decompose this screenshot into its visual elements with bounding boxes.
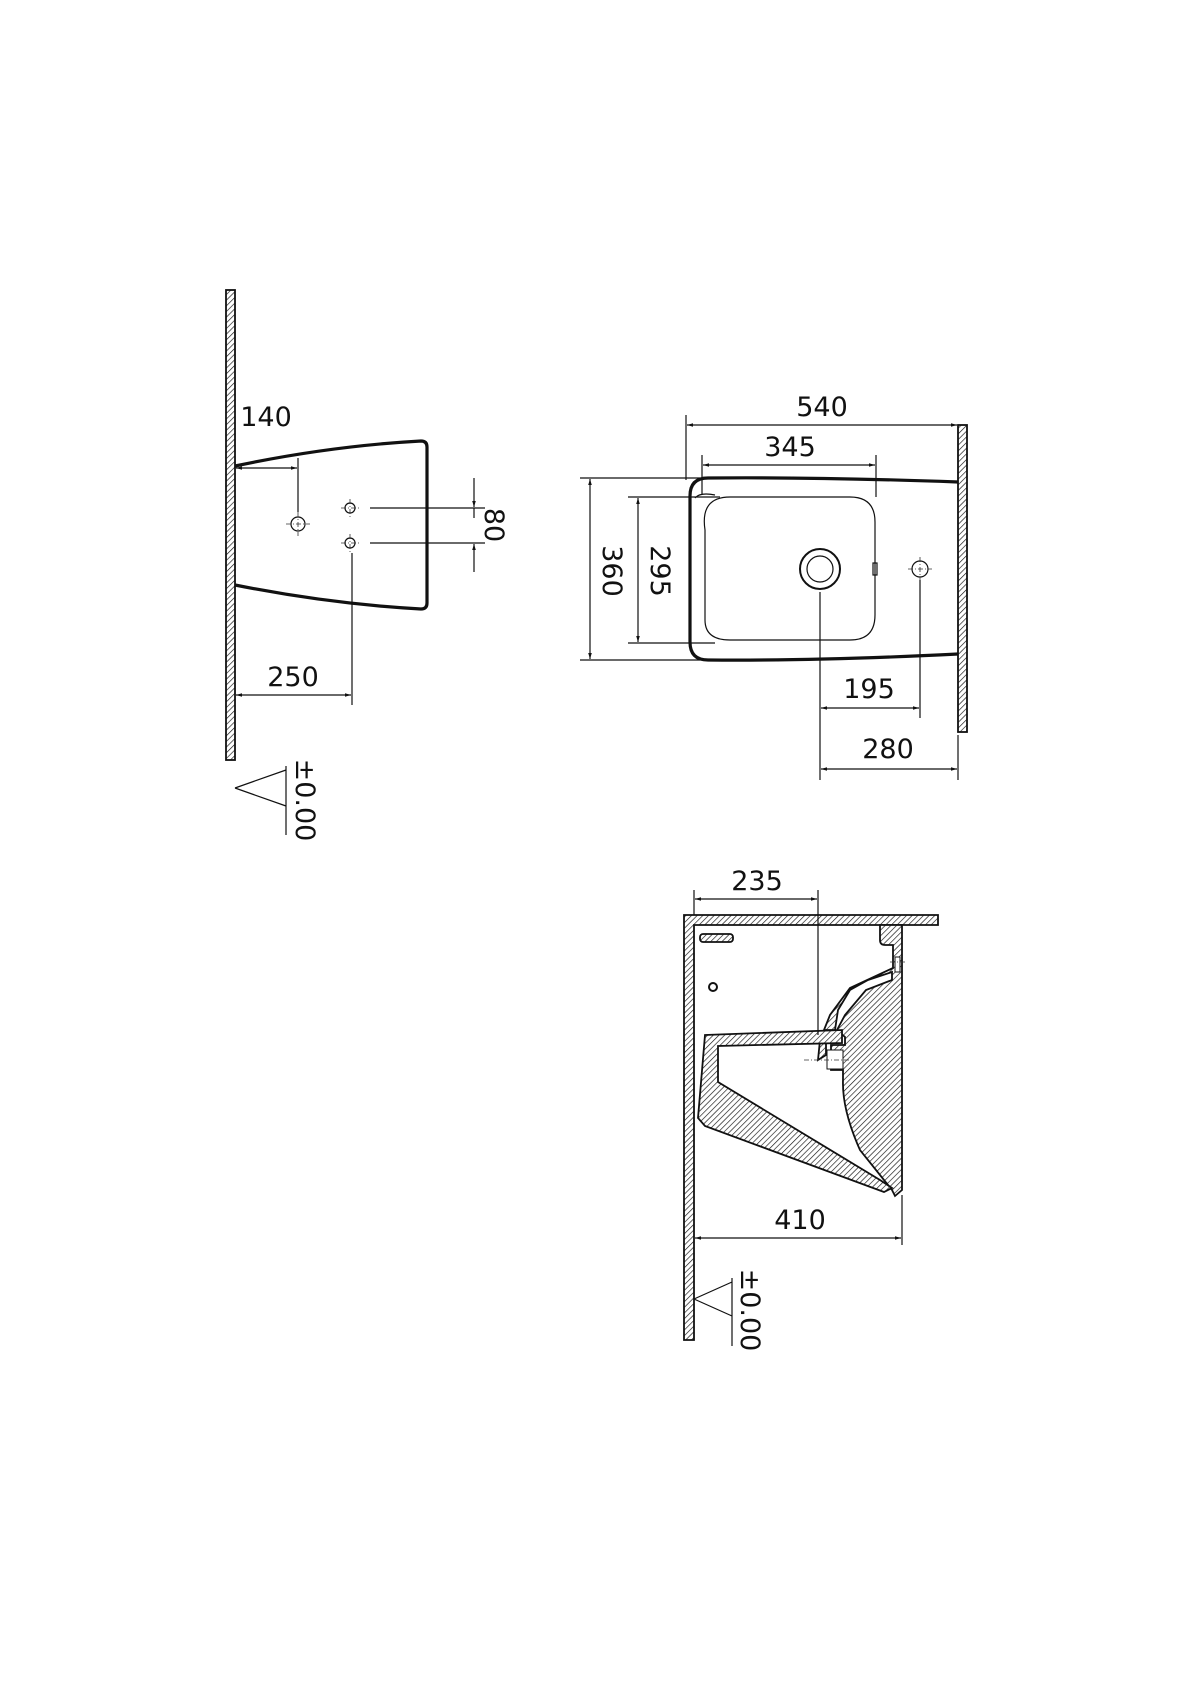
dim-250-label: 250 <box>267 662 319 693</box>
datum-label: ±0.00 <box>289 759 320 842</box>
mounting-hole <box>286 512 310 536</box>
bowl-outline <box>703 496 876 641</box>
datum-triangle-icon <box>693 1278 733 1346</box>
wall-section <box>957 424 968 733</box>
dim-140-label: 140 <box>240 402 292 433</box>
dim-540-label: 540 <box>796 392 848 423</box>
dim-295-label: 295 <box>644 545 675 597</box>
wall-section <box>225 289 236 761</box>
wall-and-floor-section <box>683 914 939 1341</box>
section-view: 235 410 ±0.00 <box>683 866 939 1352</box>
dim-235-label: 235 <box>731 866 783 897</box>
datum-label: ±0.00 <box>734 1269 765 1352</box>
bidet-section <box>816 924 903 1198</box>
bidet-side-profile <box>234 439 429 611</box>
side-view: 140 80 250 ±0.00 <box>225 289 509 842</box>
drain-icon <box>799 548 841 590</box>
dim-345-label: 345 <box>764 432 816 463</box>
top-view: 540 345 360 295 195 280 <box>580 392 968 780</box>
dim-280-label: 280 <box>862 734 914 765</box>
supply-hole-upper <box>341 499 359 517</box>
supply-hole-lower <box>341 534 359 552</box>
datum-triangle-icon <box>234 766 287 835</box>
tap-hole-icon <box>908 557 932 581</box>
dim-80-label: 80 <box>478 508 509 542</box>
bidet-top-outline <box>688 476 959 662</box>
dim-410-label: 410 <box>774 1205 826 1236</box>
dim-360-label: 360 <box>596 545 627 597</box>
dim-195-label: 195 <box>843 674 895 705</box>
